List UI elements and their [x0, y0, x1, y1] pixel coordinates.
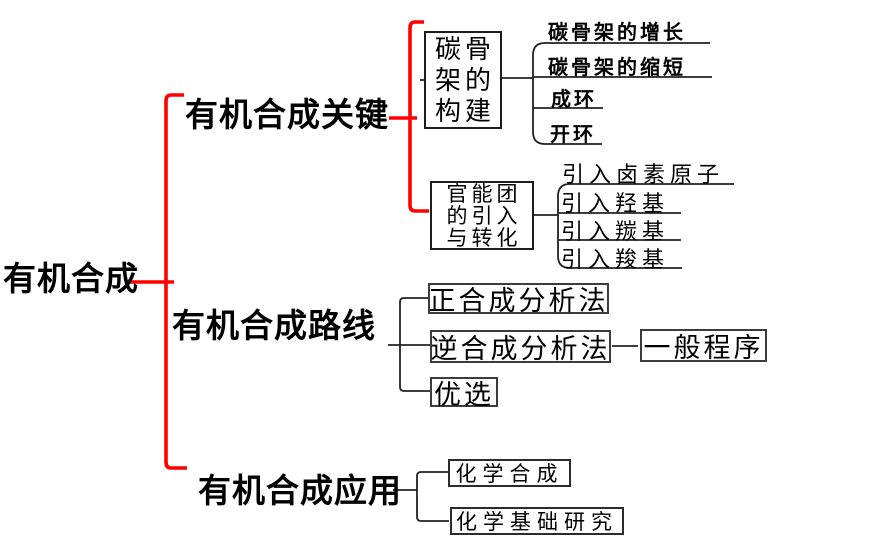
leaf-introduce-halogen: 引入卤素原子: [562, 162, 725, 187]
leaf-ring-opening: 开环: [550, 124, 596, 146]
leaf-introduce-hydroxyl: 引入羟基: [561, 191, 670, 216]
node-box-line: 碳骨: [434, 34, 495, 64]
branch-label-synthesis-route: 有机合成路线: [172, 307, 376, 344]
box-optimal-selection: 优选: [430, 377, 498, 410]
node-box-functional-group: 官能团 的引入 与转化: [430, 181, 534, 250]
leaf-introduce-carboxyl: 引入羧基: [561, 247, 670, 272]
box-general-procedure: 一般程序: [640, 329, 767, 363]
node-box-line: 官能团: [446, 181, 522, 206]
inner-bracket-line: [408, 20, 429, 213]
node-box-line: 构建: [434, 96, 495, 126]
branch-label-synthesis-key: 有机合成关键: [185, 96, 389, 133]
leaf-carbon-skeleton-shortening: 碳骨架的缩短: [548, 57, 686, 79]
leaf-carbon-skeleton-growth: 碳骨架的增长: [548, 22, 686, 44]
leaf-introduce-carbonyl: 引入羰基: [561, 219, 670, 244]
box-basic-chemical-research: 化学基础研究: [450, 507, 624, 535]
application-tree-bracket: [416, 471, 449, 522]
node-box-line: 架的: [434, 65, 495, 95]
box-retrosynthesis-analysis: 逆合成分析法: [430, 330, 611, 364]
carbon-children-bracket: [532, 42, 710, 145]
node-box-carbon-skeleton: 碳骨 架的 构建: [424, 31, 502, 129]
functional-children-bracket: [557, 183, 734, 269]
branch-label-synthesis-application: 有机合成应用: [198, 472, 402, 509]
leaf-ring-formation: 成环: [551, 89, 597, 111]
box-forward-synthesis-analysis: 正合成分析法: [428, 283, 609, 316]
root-node-label: 有机合成: [3, 260, 139, 297]
node-box-line: 与转化: [446, 225, 522, 250]
node-box-line: 的引入: [446, 203, 522, 228]
outer-bracket-line: [164, 93, 187, 470]
box-chemical-synthesis: 化学合成: [448, 459, 571, 487]
